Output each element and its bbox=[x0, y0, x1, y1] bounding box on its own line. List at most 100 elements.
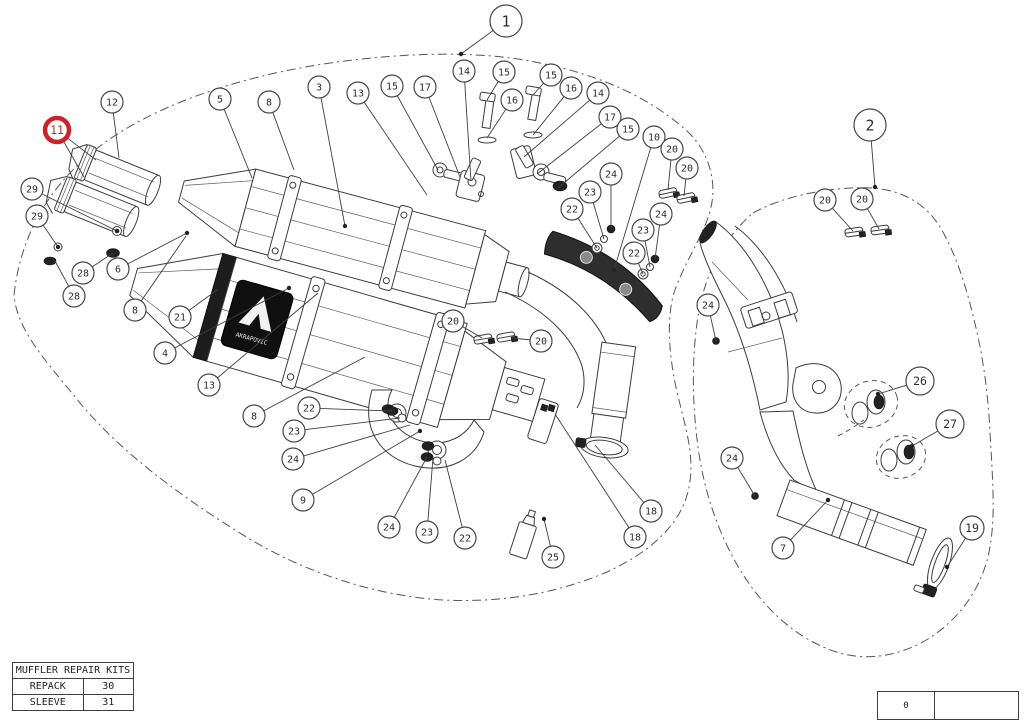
balloon-circle bbox=[623, 525, 647, 549]
oring-kit-27 bbox=[837, 419, 927, 479]
leader-line bbox=[174, 287, 290, 349]
part-balloon-24[interactable]: 24 bbox=[720, 446, 744, 470]
part-balloon-17[interactable]: 17 bbox=[598, 105, 622, 129]
leader-dot bbox=[872, 184, 878, 190]
leader-line bbox=[42, 224, 59, 248]
part-balloon-5[interactable]: 5 bbox=[208, 87, 232, 111]
assembly-label-2[interactable]: 2 bbox=[853, 108, 887, 142]
part-balloon-23[interactable]: 23 bbox=[282, 419, 306, 443]
part-balloon-8[interactable]: 8 bbox=[257, 90, 281, 114]
part-balloon-16[interactable]: 16 bbox=[559, 76, 583, 100]
part-balloon-3[interactable]: 3 bbox=[307, 75, 331, 99]
balloon-circle bbox=[642, 125, 666, 149]
part-balloon-22[interactable]: 22 bbox=[453, 526, 477, 550]
part-balloon-28[interactable]: 28 bbox=[62, 284, 86, 308]
part-balloon-22[interactable]: 22 bbox=[560, 197, 584, 221]
part-balloon-15[interactable]: 15 bbox=[492, 60, 516, 84]
leader-line bbox=[140, 235, 187, 302]
part-balloon-20[interactable]: 20 bbox=[850, 187, 874, 211]
part-balloon-23[interactable]: 23 bbox=[415, 520, 439, 544]
part-balloon-24[interactable]: 24 bbox=[281, 447, 305, 471]
balloon-circle bbox=[631, 218, 655, 242]
part-balloon-29[interactable]: 29 bbox=[25, 204, 49, 228]
part-balloon-18[interactable]: 18 bbox=[623, 525, 647, 549]
part-balloon-18[interactable]: 18 bbox=[639, 499, 663, 523]
leader-dot bbox=[875, 391, 881, 397]
part-balloon-7[interactable]: 7 bbox=[771, 536, 795, 560]
part-balloon-11-highlighted[interactable]: 11 bbox=[42, 115, 72, 145]
balloon-number: 2 bbox=[865, 116, 874, 134]
part-balloon-8[interactable]: 8 bbox=[123, 298, 147, 322]
part-balloon-22[interactable]: 22 bbox=[622, 241, 646, 265]
part-balloon-15[interactable]: 15 bbox=[616, 117, 640, 141]
part-balloon-22[interactable]: 22 bbox=[297, 396, 321, 420]
balloon-number: 20 bbox=[819, 196, 831, 207]
leader-line bbox=[683, 178, 687, 197]
part-balloon-23[interactable]: 23 bbox=[631, 218, 655, 242]
balloon-number: 1 bbox=[501, 12, 510, 30]
part-balloon-15[interactable]: 15 bbox=[380, 74, 404, 98]
part-balloon-20[interactable]: 20 bbox=[529, 329, 553, 353]
kit-part-number: 31 bbox=[82, 694, 135, 711]
part-balloon-8[interactable]: 8 bbox=[242, 404, 266, 428]
part-balloon-24[interactable]: 24 bbox=[599, 162, 623, 186]
akrapovic-arrow-icon bbox=[238, 296, 272, 332]
balloon-circle bbox=[257, 90, 281, 114]
part-balloon-20[interactable]: 20 bbox=[813, 188, 837, 212]
part-balloon-14[interactable]: 14 bbox=[586, 81, 610, 105]
leader-line bbox=[911, 430, 939, 447]
part-balloon-20[interactable]: 20 bbox=[675, 156, 699, 180]
leader-line bbox=[486, 81, 499, 101]
balloon-circle bbox=[42, 115, 72, 145]
part-balloon-16[interactable]: 16 bbox=[500, 88, 524, 112]
balloon-number: 10 bbox=[648, 133, 660, 144]
balloon-circle bbox=[106, 257, 130, 281]
part-balloon-26[interactable]: 26 bbox=[905, 366, 935, 396]
leader-lines bbox=[41, 30, 966, 570]
balloon-circle bbox=[123, 298, 147, 322]
part-balloon-10[interactable]: 10 bbox=[642, 125, 666, 149]
leader-line bbox=[62, 140, 85, 178]
leader-line bbox=[66, 136, 97, 161]
leader-line bbox=[217, 292, 319, 379]
link-pipe bbox=[699, 220, 953, 598]
part-balloon-24[interactable]: 24 bbox=[696, 293, 720, 317]
part-balloon-17[interactable]: 17 bbox=[413, 75, 437, 99]
balloon-circle bbox=[541, 545, 565, 569]
leader-line bbox=[393, 456, 428, 518]
part-balloon-4[interactable]: 4 bbox=[153, 341, 177, 365]
muffler-repair-kits-table: MUFFLER REPAIR KITS REPACK 30 SLEEVE 31 bbox=[12, 662, 135, 711]
part-balloon-23[interactable]: 23 bbox=[578, 180, 602, 204]
part-balloon-27[interactable]: 27 bbox=[935, 409, 965, 439]
balloon-number: 15 bbox=[386, 82, 398, 93]
part-balloon-12[interactable]: 12 bbox=[100, 90, 124, 114]
balloon-number: 12 bbox=[106, 98, 118, 109]
part-balloon-13[interactable]: 13 bbox=[346, 81, 370, 105]
muffler-sleeve-parts bbox=[45, 143, 162, 238]
kit-part-number: 30 bbox=[82, 678, 135, 695]
kit-name: SLEEVE bbox=[12, 694, 84, 711]
balloon-circle bbox=[208, 87, 232, 111]
balloon-number: 8 bbox=[251, 412, 257, 423]
part-balloon-24[interactable]: 24 bbox=[649, 202, 673, 226]
part-balloon-28[interactable]: 28 bbox=[71, 261, 95, 285]
part-balloon-6[interactable]: 6 bbox=[106, 257, 130, 281]
leader-line bbox=[428, 97, 461, 178]
part-balloon-29[interactable]: 29 bbox=[20, 177, 44, 201]
part-balloon-25[interactable]: 25 bbox=[541, 545, 565, 569]
part-balloon-20[interactable]: 20 bbox=[660, 137, 684, 161]
part-balloon-24[interactable]: 24 bbox=[377, 515, 401, 539]
part-balloon-14[interactable]: 14 bbox=[452, 59, 476, 83]
leader-line bbox=[554, 413, 630, 529]
assembly-label-1[interactable]: 1 bbox=[489, 4, 523, 38]
part-balloon-19[interactable]: 19 bbox=[959, 515, 985, 541]
balloon-circle bbox=[441, 309, 465, 333]
part-balloon-21[interactable]: 21 bbox=[168, 305, 192, 329]
part-balloon-9[interactable]: 9 bbox=[291, 488, 315, 512]
part-balloon-20[interactable]: 20 bbox=[441, 309, 465, 333]
part-balloon-15[interactable]: 15 bbox=[539, 63, 563, 87]
heat-shield bbox=[543, 230, 663, 323]
part-balloon-13[interactable]: 13 bbox=[197, 373, 221, 397]
mount-plate bbox=[527, 398, 559, 444]
balloon-number: 22 bbox=[566, 205, 578, 216]
